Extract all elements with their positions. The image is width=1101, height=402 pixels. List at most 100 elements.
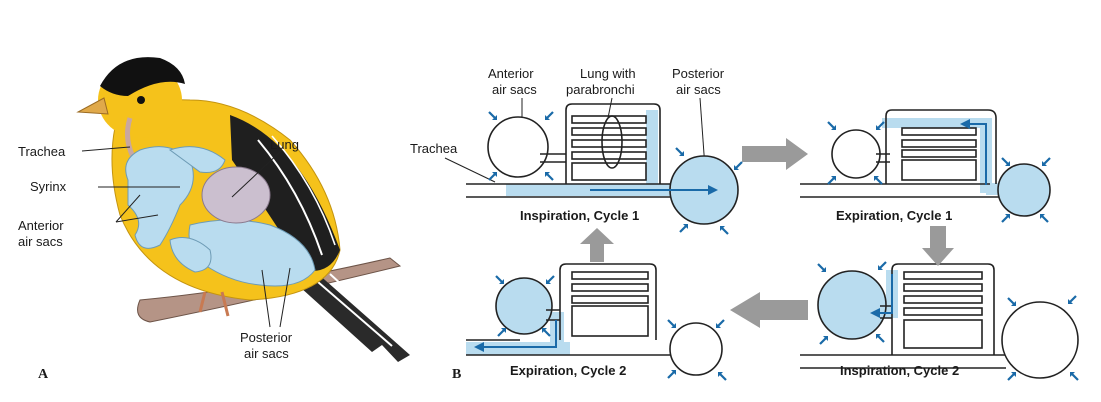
pressure-arrow	[1041, 215, 1049, 223]
pressure-arrow	[1007, 373, 1015, 381]
diagram-expiration-cycle-2	[466, 263, 723, 376]
pressure-arrow-head	[720, 226, 725, 231]
panel-letter-b: B	[452, 367, 461, 382]
pressure-arrow-head	[734, 165, 739, 170]
pressure-arrow	[735, 161, 743, 169]
cycle-arrow-left	[730, 292, 808, 328]
label-anterior-a-line2: air sacs	[18, 234, 63, 249]
pressure-arrow-head	[831, 176, 836, 181]
pressure-arrow	[488, 173, 496, 181]
bird-beak	[76, 97, 109, 115]
pressure-arrow-head	[545, 172, 550, 177]
pressure-arrow	[546, 173, 554, 181]
pressure-arrow	[1007, 297, 1015, 305]
bird-eye	[137, 96, 145, 104]
label-anterior-b-line1: Anterior	[488, 66, 534, 81]
pressure-arrow	[1069, 295, 1077, 303]
pressure-arrow-head	[1040, 214, 1045, 219]
pressure-arrow	[819, 337, 827, 345]
pressure-arrow-head	[492, 115, 497, 120]
pressure-arrow	[875, 177, 883, 185]
pressure-arrow-head	[876, 334, 881, 339]
caption-insp2: Inspiration, Cycle 2	[840, 363, 959, 378]
pressure-arrow-head	[1005, 161, 1010, 166]
pressure-arrow-head	[876, 125, 881, 130]
pressure-arrow-head	[1070, 372, 1075, 377]
label-lung-a: Lung	[270, 137, 299, 152]
label-lung-b-line1: Lung with	[580, 66, 636, 81]
pressure-arrow-head	[542, 328, 547, 333]
label-posterior-b-line1: Posterior	[672, 66, 725, 81]
cycle-arrow-right	[742, 138, 808, 170]
pressure-arrow	[1001, 215, 1009, 223]
pressure-arrow	[877, 121, 885, 129]
cycle-arrow-down	[922, 226, 954, 266]
cycle-arrows	[580, 138, 954, 328]
pressure-arrow-head	[878, 265, 883, 270]
pressure-arrow	[719, 373, 727, 381]
panel-a-bird-illustration	[76, 57, 410, 362]
label-anterior-b-line2: air sacs	[492, 82, 537, 97]
pressure-arrow	[547, 275, 555, 283]
pressure-arrow-head	[1011, 301, 1016, 306]
pressure-arrow-head	[545, 115, 550, 120]
pressure-arrow	[817, 263, 825, 271]
diagram-expiration-cycle-1	[800, 109, 1051, 217]
pressure-arrow	[717, 319, 725, 327]
pressure-arrow	[1001, 157, 1009, 165]
pressure-arrow	[667, 371, 675, 379]
pressure-arrow-head	[683, 224, 688, 229]
pressure-arrow	[827, 177, 835, 185]
bird-lung	[201, 166, 271, 224]
panel-letter-a: A	[38, 367, 49, 382]
label-syrinx: Syrinx	[30, 179, 67, 194]
pressure-arrow-head	[1005, 214, 1010, 219]
pressure-arrow	[721, 227, 729, 235]
label-trachea-a: Trachea	[18, 144, 66, 159]
pressure-arrow-head	[1068, 299, 1073, 304]
pressure-arrow-head	[501, 328, 506, 333]
pressure-arrow-head	[679, 151, 684, 156]
pressure-arrow-head	[546, 279, 551, 284]
bird-cap	[100, 57, 185, 96]
label-posterior-a-line2: air sacs	[244, 346, 289, 361]
caption-insp1: Inspiration, Cycle 1	[520, 208, 639, 223]
pressure-arrow	[1071, 373, 1079, 381]
label-trachea-b: Trachea	[410, 141, 458, 156]
pressure-arrow	[488, 111, 496, 119]
pressure-arrow-head	[1042, 161, 1047, 166]
caption-exp1: Expiration, Cycle 1	[836, 208, 952, 223]
diagram-inspiration-cycle-1	[466, 103, 739, 225]
label-lung-b-line2: parabronchi	[566, 82, 635, 97]
label-posterior-b-line2: air sacs	[676, 82, 721, 97]
pressure-arrow	[679, 225, 687, 233]
pressure-arrow-head	[499, 279, 504, 284]
pressure-arrow	[546, 111, 554, 119]
pressure-arrow	[1043, 157, 1051, 165]
pressure-arrow	[879, 261, 887, 269]
pressure-arrow	[675, 147, 683, 155]
pressure-arrow-head	[821, 267, 826, 272]
pressure-arrow-head	[823, 336, 828, 341]
pressure-arrow-head	[718, 372, 723, 377]
pressure-arrow-head	[831, 125, 836, 130]
caption-exp2: Expiration, Cycle 2	[510, 363, 626, 378]
cycle-arrow-up	[580, 228, 614, 262]
pressure-arrow	[495, 275, 503, 283]
pressure-arrow	[667, 319, 675, 327]
pressure-arrow	[877, 335, 885, 343]
bird-anterior-air-sacs	[125, 146, 194, 249]
pressure-arrow-head	[492, 172, 497, 177]
diagram-inspiration-cycle-2	[800, 263, 1079, 379]
pressure-arrow	[497, 329, 505, 337]
pressure-arrow	[543, 329, 551, 337]
panel-a-pointers	[81, 146, 291, 328]
pressure-arrow-head	[671, 323, 676, 328]
pressure-arrows	[488, 111, 1079, 381]
pressure-arrow	[827, 121, 835, 129]
pressure-arrow-head	[671, 370, 676, 375]
pressure-arrow-head	[1011, 372, 1016, 377]
label-anterior-a-line1: Anterior	[18, 218, 64, 233]
pressure-arrow-head	[716, 323, 721, 328]
